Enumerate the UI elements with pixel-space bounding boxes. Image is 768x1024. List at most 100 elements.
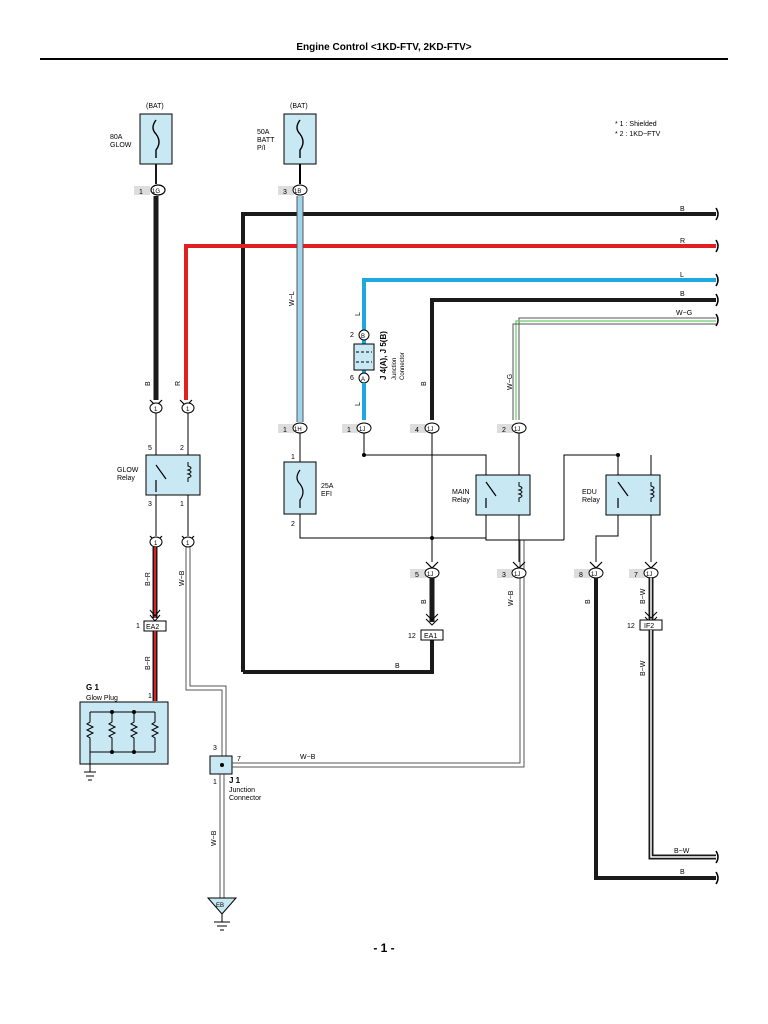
svg-text:2: 2 [502,427,506,434]
page-number: - 1 - [373,941,395,955]
label-b-w-end: B−W [674,848,690,855]
pin-j-2: 2 [350,332,354,339]
label-glow-r: R [175,381,182,386]
fuse-glow-rating: 80A [110,134,123,141]
main-relay-coil-icon [517,482,523,502]
pin-relay-5: 5 [148,445,152,452]
relay-main-name: MAIN [452,489,470,496]
j1-connector: Connector [229,795,262,802]
pin-1g: 1 [139,189,143,196]
wire-w-b-glow [189,547,227,756]
bat-label-batt: (BAT) [290,103,308,110]
label-w-b-ground: W−B [211,830,218,846]
edu-relay-switch-icon [617,481,629,508]
wire-w-b-j1 [232,540,525,768]
svg-text:1: 1 [291,454,295,461]
fuse-glow-name: GLOW [110,142,132,149]
pin-lower-7: 7 [634,572,638,579]
pin-j1-7: 7 [237,756,241,763]
wire-b-ea1 [243,640,434,674]
ground-eb [206,897,238,915]
label-l-upper: L [355,312,362,316]
pin-if2-12: 12 [627,623,635,630]
label-wire-b-1: B [680,206,685,213]
label-wire-l: L [680,272,684,279]
title-rule [40,58,728,60]
fuse-batt-name: BATT [257,137,275,144]
relay-edu-word: Relay [582,497,600,504]
svg-text:1: 1 [186,407,190,413]
pin-relay-3: 3 [148,501,152,508]
wire-b-second [430,298,716,420]
label-wire-w-g: W−G [676,310,692,317]
conn-lower-1j-c: 1J [591,572,597,578]
ground-icon [214,914,230,931]
fuse-batt-rating: 50A [257,129,270,136]
junction-j4-j5 [353,343,375,371]
fuse-glow-icon [152,119,160,158]
label-wire-r: R [680,238,685,245]
label-b-w-2: B−W [640,660,647,676]
fuse-efi-icon [296,469,304,508]
svg-text:1: 1 [347,427,351,434]
wire-breaks [715,207,719,327]
relay-switch-icon [155,464,167,492]
conn-1j-b: 1J [427,427,433,433]
j1-code: J 1 [229,776,241,785]
conn-ea2: EA2 [146,624,159,631]
conn-lower-1j-d: 1J [646,572,652,578]
conn-1j-c: 1J [514,427,520,433]
bat-label-glow: (BAT) [146,103,164,110]
pin-lower-5: 5 [415,572,419,579]
pin-j-b: B [361,334,365,340]
bus-wires [184,207,719,674]
wire-b-edu [594,578,716,880]
relay-coil-icon [186,462,192,482]
label-b-r-2: B−R [145,656,152,670]
pin-lower-3: 3 [502,572,506,579]
label-b-edu: B [585,599,592,604]
fuse-efi-rating: 25A [321,483,334,490]
pin-efi-2: 2 [291,521,295,528]
label-b-end: B [680,869,685,876]
fuse-batt-icon [296,119,304,158]
pin-relay-2: 2 [180,445,184,452]
svg-text:1: 1 [186,541,190,547]
label-w-l: W−L [289,291,296,306]
glow-plug-code: G 1 [86,683,99,692]
conn-ea1: EA1 [424,633,437,640]
glow-plug-resistors-icon [84,711,160,781]
conn-1h: 1H [294,427,302,433]
pin-j1-3: 3 [213,745,217,752]
wire-b-top [241,212,716,672]
svg-text:1: 1 [148,693,152,700]
svg-text:1: 1 [154,541,158,547]
pin-lower-8: 8 [579,572,583,579]
svg-text:1: 1 [154,407,158,413]
label-b-main: B [421,381,428,386]
pin-j-6: 6 [350,375,354,382]
conn-1g: 1G [152,189,160,195]
note-shielded: * 1 : Shielded [615,121,657,128]
wire-b-w-edu [650,630,716,858]
pin-ea1-12: 12 [408,633,416,640]
glow-plug-name: Glow Plug [86,695,118,702]
label-b-r-1: B−R [145,572,152,586]
conn-if2: IF2 [644,623,654,630]
label-w-b-main: W−B [508,590,515,606]
j4-j5-code: J 4(A), J 5(B) [379,331,388,380]
ground-label: EB [216,903,224,909]
edu-relay-coil-icon [649,482,655,502]
j1-junction: Junction [229,787,255,794]
glow-relay [145,454,201,496]
label-w-g-vert: W−G [507,374,514,390]
label-w-b-j1: W−B [300,754,316,761]
svg-text:1: 1 [283,427,287,434]
edu-relay [605,474,661,516]
fuse-batt-pi: P/I [257,145,266,152]
pin-1j-4: 4 [415,427,419,434]
wire-w-g [512,323,716,420]
svg-text:1: 1 [136,623,140,630]
note-1kd: * 2 : 1KD−FTV [615,131,661,138]
label-b-ea1: B [421,599,428,604]
